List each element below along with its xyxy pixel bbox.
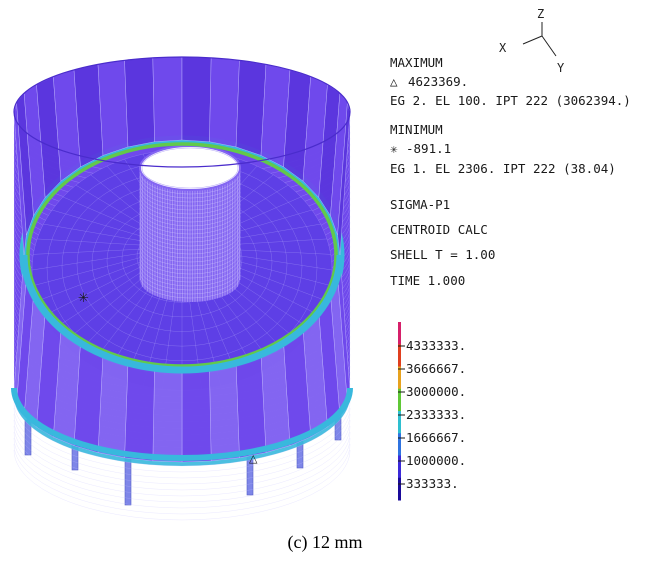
legend-level-5: 1666667. bbox=[406, 430, 466, 445]
legend-color-band bbox=[398, 411, 401, 434]
legend-level-2: 3666667. bbox=[406, 361, 466, 376]
inner-cylinder-mesh-h bbox=[139, 175, 241, 199]
minimum-value: -891.1 bbox=[406, 141, 451, 156]
axis-triad: Z X Y bbox=[499, 7, 565, 75]
inner-wall-panel bbox=[209, 57, 240, 148]
inner-cylinder-mesh-h bbox=[139, 227, 241, 251]
time-value: TIME 1.000 bbox=[390, 273, 465, 288]
result-quantity: SIGMA-P1 bbox=[390, 197, 450, 212]
ring-band-inner bbox=[26, 142, 338, 368]
outer-wall-panel bbox=[209, 362, 240, 462]
shell-mesh-line bbox=[13, 401, 351, 473]
inner-wall-panel bbox=[152, 56, 183, 142]
minimum-label: MINIMUM bbox=[390, 122, 443, 137]
shell-mesh-line bbox=[13, 449, 351, 521]
result-info: MAXIMUM △ 4623369. EG 2. EL 100. IPT 222… bbox=[390, 55, 631, 288]
maximum-label: MAXIMUM bbox=[390, 55, 443, 70]
inner-wall-panel bbox=[235, 60, 267, 156]
inner-cylinder-mesh-h bbox=[139, 191, 241, 215]
tank-shell-front bbox=[11, 56, 353, 463]
inner-cylinder-mesh-h bbox=[139, 247, 241, 271]
outer-wall-panel bbox=[97, 354, 129, 459]
legend-color-band bbox=[398, 477, 401, 501]
legend-color-band bbox=[398, 322, 401, 345]
z-axis-label: Z bbox=[537, 7, 544, 21]
inner-cylinder-top bbox=[139, 145, 241, 191]
legend-color-band bbox=[398, 455, 401, 479]
inner-cylinder-mesh-h bbox=[139, 243, 241, 267]
legend-ticks bbox=[398, 345, 405, 485]
legend-level-3: 3000000. bbox=[406, 384, 466, 399]
inner-cylinder-mesh-h bbox=[139, 251, 241, 275]
inner-cylinder-mesh-h bbox=[139, 275, 241, 299]
outer-wall-panel bbox=[124, 362, 155, 462]
min-marker: ✳ bbox=[78, 291, 89, 306]
inner-cylinder bbox=[139, 145, 241, 302]
shell-mesh-line bbox=[13, 443, 351, 515]
inner-cylinder-mesh-h bbox=[139, 207, 241, 231]
legend-color-band bbox=[398, 344, 401, 367]
minimum-location: EG 1. EL 2306. IPT 222 (38.04) bbox=[390, 161, 616, 176]
calc-method: CENTROID CALC bbox=[390, 222, 488, 237]
shell-mesh-line bbox=[13, 431, 351, 503]
maximum-symbol: △ bbox=[390, 74, 398, 89]
shell-mesh-line bbox=[13, 419, 351, 491]
inner-cylinder-mesh-h bbox=[139, 239, 241, 263]
inner-cylinder-mesh-h bbox=[139, 187, 241, 211]
inner-cylinder-mesh-h bbox=[139, 215, 241, 239]
maximum-value: 4623369. bbox=[408, 74, 468, 89]
figure-caption: (c) 12 mm bbox=[288, 532, 363, 553]
legend-level-1: 4333333. bbox=[406, 338, 466, 353]
inner-cylinder-mesh-h bbox=[139, 179, 241, 203]
shell-mesh-line bbox=[13, 425, 351, 497]
inner-cylinder-mesh-h bbox=[139, 203, 241, 227]
legend-level-4: 2333333. bbox=[406, 407, 466, 422]
base-band-front bbox=[11, 387, 353, 461]
outer-wall-panel bbox=[152, 368, 183, 463]
color-legend: 4333333. 3666667. 3000000. 2333333. 1666… bbox=[398, 322, 466, 501]
x-axis-label: X bbox=[499, 41, 507, 55]
legend-color-band bbox=[398, 433, 401, 456]
x-axis-line bbox=[522, 35, 543, 45]
legend-level-7: 333333. bbox=[406, 476, 459, 491]
inner-cylinder-mesh-h bbox=[139, 231, 241, 255]
inner-cylinder-mesh-h bbox=[139, 259, 241, 283]
inner-cylinder-mesh-h bbox=[139, 183, 241, 207]
shell-mesh-line bbox=[13, 407, 351, 479]
inner-cylinder-mesh-h bbox=[139, 223, 241, 247]
inner-wall-panel bbox=[124, 57, 155, 148]
inner-wall-panel bbox=[97, 60, 129, 156]
inner-cylinder-rim bbox=[141, 147, 239, 189]
minimum-symbol: ✳ bbox=[390, 141, 398, 156]
legend-level-6: 1000000. bbox=[406, 453, 466, 468]
inner-cylinder-mesh-h bbox=[139, 199, 241, 223]
shell-mesh-line bbox=[13, 413, 351, 485]
inner-cylinder-mesh-h bbox=[139, 271, 241, 295]
inner-cylinder-mesh-h bbox=[139, 195, 241, 219]
top-rim bbox=[13, 56, 351, 168]
outer-wall-panel bbox=[181, 368, 212, 463]
ring-front bbox=[20, 254, 344, 374]
shell-mesh-line bbox=[13, 437, 351, 509]
legend-color-band bbox=[398, 366, 401, 390]
legend-color-bar bbox=[398, 322, 401, 501]
maximum-location: EG 2. EL 100. IPT 222 (3062394.) bbox=[390, 93, 631, 108]
fe-model-tank: ✳ △ bbox=[11, 56, 353, 521]
inner-cylinder-mesh-h bbox=[139, 263, 241, 287]
max-marker: △ bbox=[249, 452, 258, 465]
inner-cylinder-mesh-h bbox=[139, 267, 241, 291]
outer-wall-panel bbox=[235, 354, 267, 459]
shell-thickness: SHELL T = 1.00 bbox=[390, 247, 495, 262]
inner-cylinder-mesh-h bbox=[139, 211, 241, 235]
inner-cylinder-mesh-h bbox=[139, 255, 241, 279]
shell-mesh-line bbox=[13, 395, 351, 467]
legend-color-band bbox=[398, 388, 401, 412]
y-axis-line bbox=[541, 35, 557, 57]
inner-cylinder-mesh-h bbox=[139, 219, 241, 243]
inner-wall-panel bbox=[181, 56, 212, 142]
inner-cylinder-mesh-h bbox=[139, 235, 241, 259]
inner-cylinder-mesh-h bbox=[139, 171, 241, 195]
y-axis-label: Y bbox=[557, 61, 565, 75]
